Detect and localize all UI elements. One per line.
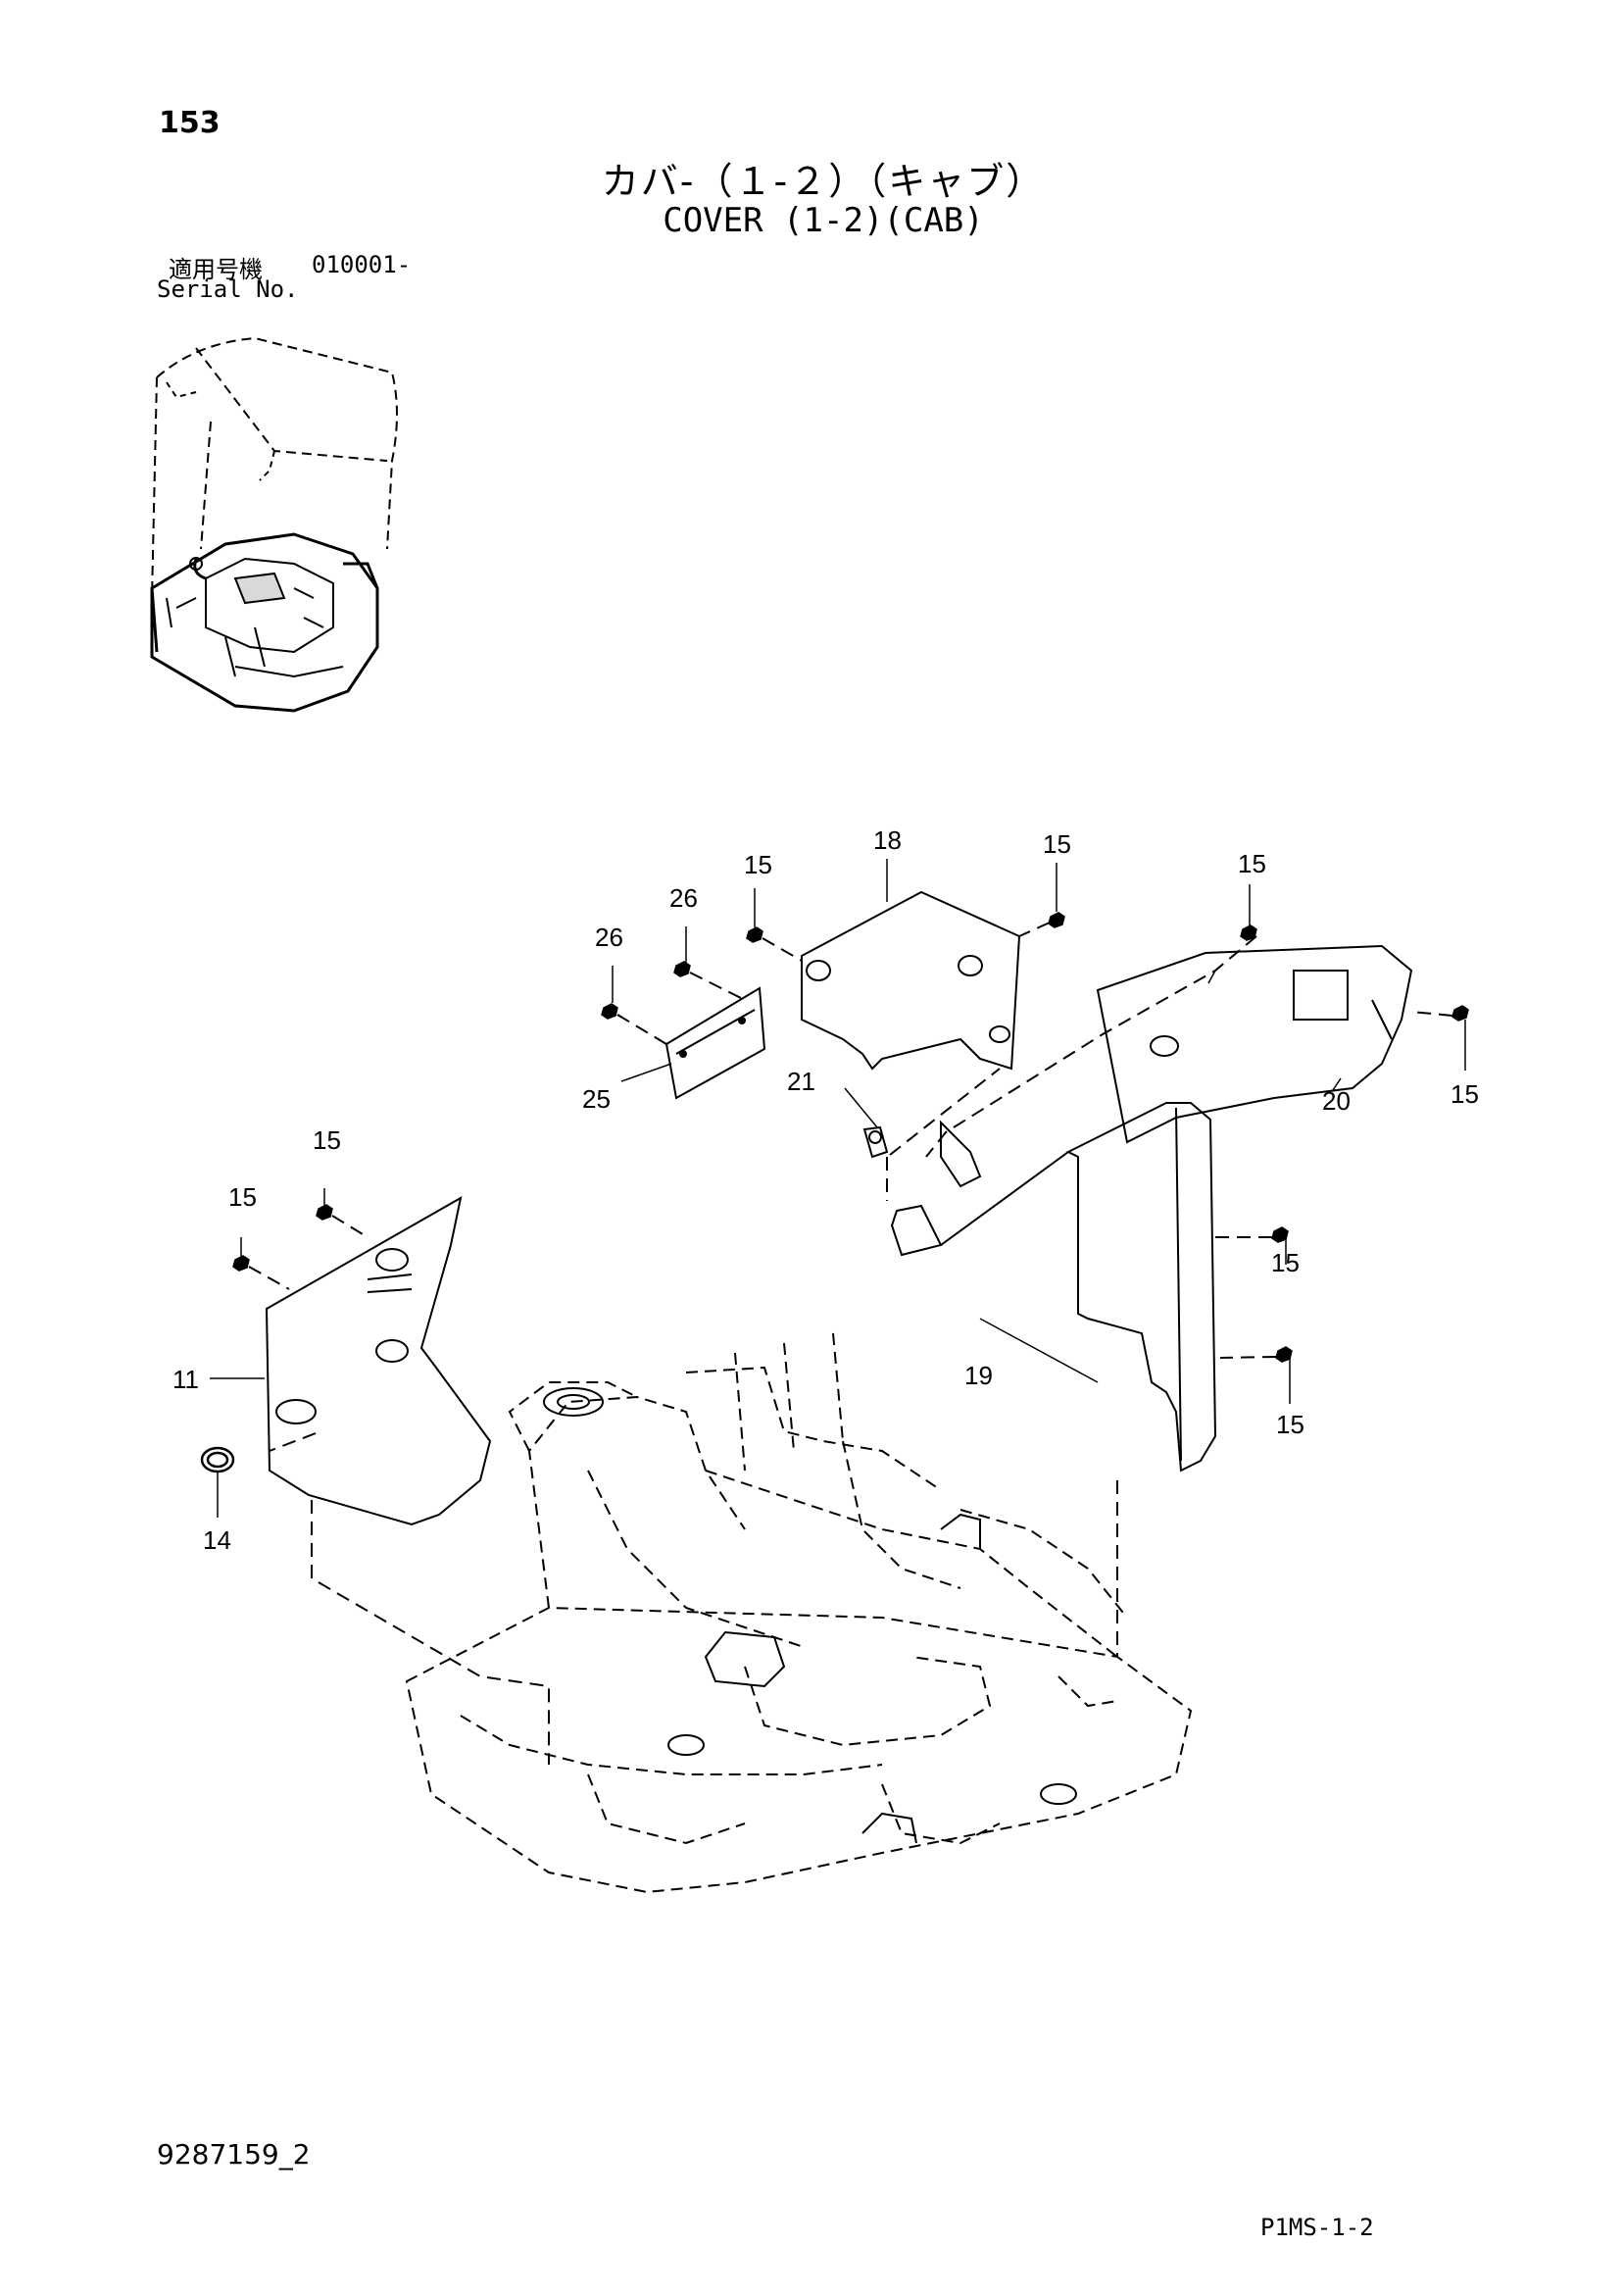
bolt-15-top-b — [1048, 912, 1065, 928]
bolt-15-left-b — [316, 1204, 333, 1221]
bolts — [232, 912, 1469, 1363]
cab-overview-thumbnail — [150, 336, 398, 713]
serial-label-english: Serial No. — [157, 275, 299, 303]
serial-label-japanese: 適用号機 — [169, 256, 263, 283]
callout-20: 20 — [1322, 1086, 1351, 1116]
callout-15: 15 — [744, 850, 772, 879]
part-19-cover — [890, 1102, 1217, 1472]
callout-26: 26 — [595, 923, 623, 952]
serial-range: 010001- — [312, 251, 412, 278]
callout-19: 19 — [964, 1361, 993, 1390]
leader-lines — [210, 859, 1466, 1518]
callout-15: 15 — [1271, 1248, 1300, 1277]
part-14-grommet — [200, 1446, 235, 1473]
page-number: 153 — [159, 106, 221, 140]
bolt-15-left-a — [232, 1255, 250, 1272]
callout-15: 15 — [1043, 829, 1071, 859]
callout-25: 25 — [582, 1084, 611, 1114]
bolt-26-a — [673, 961, 691, 977]
callout-15: 15 — [228, 1182, 257, 1212]
callout-26: 26 — [669, 883, 698, 913]
bolt-15-right-b — [1451, 1005, 1469, 1022]
page-title-japanese: カバ-（１-２）（キャブ） — [601, 160, 1046, 203]
part-20-cover — [1096, 944, 1413, 1144]
callout-14: 14 — [203, 1525, 231, 1555]
frame-details — [543, 1387, 1077, 1844]
callout-15: 15 — [1276, 1410, 1304, 1439]
page-title-english: COVER (1-2)(CAB) — [663, 201, 984, 240]
bolt-26-b — [601, 1003, 618, 1020]
callout-15: 15 — [1451, 1079, 1479, 1109]
callout-11: 11 — [172, 1365, 199, 1394]
document-code: 9287159_2 — [157, 2138, 311, 2171]
assembly-lines — [248, 922, 1453, 1765]
page-code: P1MS-1-2 — [1260, 2214, 1374, 2241]
callout-18: 18 — [873, 825, 902, 855]
part-21-clip — [862, 1125, 889, 1159]
part-25-bracket — [664, 986, 766, 1100]
part-11-cover — [265, 1196, 492, 1526]
part-18-cover — [801, 890, 1021, 1071]
bolt-15-top-a — [746, 926, 763, 943]
callout-21: 21 — [787, 1067, 815, 1096]
main-frame — [405, 1332, 1193, 1894]
callout-15: 15 — [313, 1125, 341, 1155]
callout-15: 15 — [1238, 849, 1266, 878]
